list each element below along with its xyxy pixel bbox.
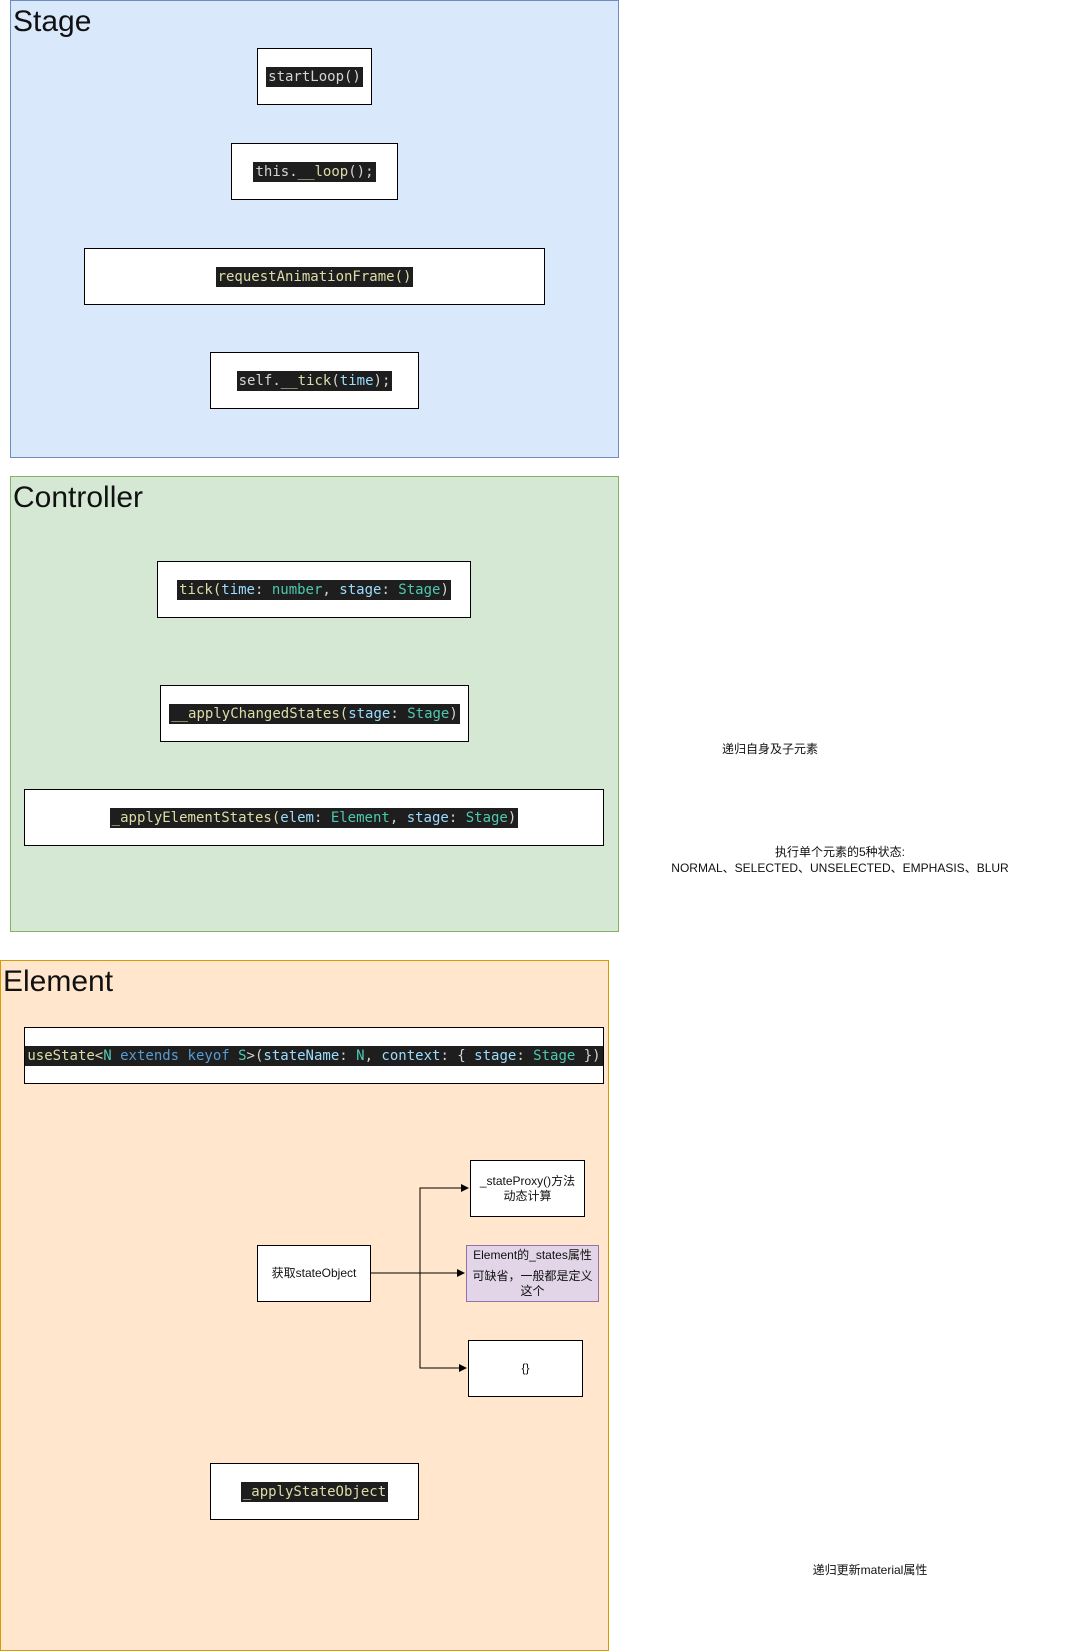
apply-element-states-node[interactable]: _applyElementStates(elem: Element, stage… [24, 789, 604, 846]
note-exec-states: 执行单个元素的5种状态: NORMAL、SELECTED、UNSELECTED、… [640, 844, 1040, 876]
controller-lane-title: Controller [13, 481, 144, 514]
note-recurse-self: 递归自身及子元素 [721, 742, 818, 756]
apply-element-states-code: _applyElementStates(elem: Element, stage… [109, 807, 519, 828]
request-animation-frame-code: requestAnimationFrame() [215, 266, 414, 287]
start-loop-node[interactable]: startLoop() [257, 48, 372, 105]
tick-code: tick(time: number, stage: Stage) [177, 579, 451, 600]
note-exec-states-line2: NORMAL、SELECTED、UNSELECTED、EMPHASIS、BLUR [671, 861, 1009, 875]
states-attribute-node[interactable]: Element的_states属性 可缺省，一般都是定义这个 [466, 1245, 599, 1302]
element-lane-title: Element [3, 965, 114, 998]
start-loop-code: startLoop() [266, 66, 363, 87]
edge-to-state-proxy [371, 1184, 469, 1274]
states-attribute-body: 可缺省，一般都是定义这个 [472, 1269, 593, 1298]
self-tick-node[interactable]: self.__tick(time); [210, 352, 419, 409]
use-state-node[interactable]: useState<N extends keyof S>(stateName: N… [24, 1027, 604, 1084]
this-loop-node[interactable]: this.__loop(); [231, 143, 398, 200]
tick-node[interactable]: tick(time: number, stage: Stage) [157, 561, 471, 618]
get-state-object-node[interactable]: 获取stateObject [257, 1245, 371, 1302]
this-loop-code: this.__loop(); [253, 161, 376, 182]
stage-lane-title: Stage [13, 5, 92, 38]
apply-state-object-node[interactable]: _applyStateObject [210, 1463, 419, 1520]
state-proxy-label: _stateProxy()方法动态计算 [479, 1173, 576, 1203]
apply-changed-states-code: __applyChangedStates(stage: Stage) [169, 703, 460, 724]
state-proxy-node[interactable]: _stateProxy()方法动态计算 [470, 1160, 585, 1217]
note-exec-states-line1: 执行单个元素的5种状态: [774, 845, 905, 859]
apply-changed-states-node[interactable]: __applyChangedStates(stage: Stage) [160, 685, 469, 742]
use-state-code: useState<N extends keyof S>(stateName: N… [25, 1045, 603, 1066]
states-attribute-title: Element的_states属性 [473, 1248, 592, 1262]
empty-object-label: {} [521, 1361, 530, 1375]
empty-object-node[interactable]: {} [468, 1340, 583, 1397]
get-state-object-label: 获取stateObject [271, 1266, 357, 1280]
apply-state-object-code: _applyStateObject [240, 1481, 389, 1502]
request-animation-frame-node[interactable]: requestAnimationFrame() [84, 248, 545, 305]
self-tick-code: self.__tick(time); [236, 370, 393, 391]
edge-to-empty-object [419, 1273, 467, 1372]
note-recurse-material: 递归更新material属性 [812, 1563, 928, 1577]
